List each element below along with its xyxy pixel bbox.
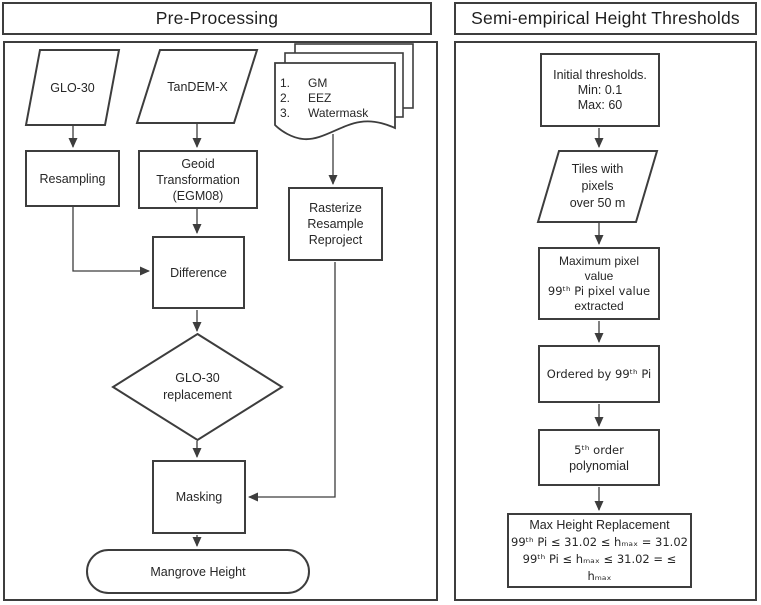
node-resampling: Resampling	[25, 150, 120, 207]
node-initial-thresholds: Initial thresholds. Min: 0.1 Max: 60	[540, 53, 660, 127]
node-masking: Masking	[152, 460, 246, 534]
geoid-line: (EGM08)	[172, 188, 224, 203]
max-height-formula: 99ᵗʰ Pi ≤ hₘₐₓ ≤ 31.02 = ≤ hₘₐₓ	[522, 551, 677, 583]
arrow-rasterize-to-masking	[248, 262, 336, 502]
geoid-line: Transformation	[156, 172, 240, 187]
masking-text: Masking	[175, 490, 223, 504]
node-geoid-transformation: Geoid Transformation (EGM08)	[138, 150, 258, 209]
dataset-item: 1. GM	[280, 76, 392, 90]
node-rasterize: Rasterize Resample Reproject	[288, 187, 383, 261]
max-height-formula: 99ᵗʰ Pi ≤ 31.02 ≤ hₘₐₓ = 31.02	[511, 534, 688, 549]
arrow-resampling-to-difference	[72, 207, 150, 276]
rasterize-line: Resample	[307, 217, 364, 231]
tandemx-parallelogram	[135, 49, 259, 124]
dataset-number: 1.	[280, 76, 291, 90]
difference-text: Difference	[170, 265, 227, 280]
initial-line: Max: 60	[577, 97, 623, 112]
max-pixel-line: 99ᵗʰ Pi pixel value	[547, 283, 651, 298]
right-panel-title-text: Semi-empirical Height Thresholds	[471, 8, 740, 28]
right-panel-frame	[454, 41, 757, 601]
left-panel-frame	[3, 41, 438, 601]
geoid-line: Geoid	[181, 156, 215, 171]
initial-line: Initial thresholds.	[553, 67, 647, 82]
max-pixel-line: Maximum pixel	[558, 253, 639, 268]
right-panel-title: Semi-empirical Height Thresholds	[454, 2, 757, 35]
glo30-parallelogram	[24, 49, 121, 126]
decision-diamond	[111, 332, 284, 442]
datasets-list: 1. GM 2. EEZ 3. Watermask	[280, 76, 392, 120]
dataset-number: 2.	[280, 91, 291, 105]
dataset-number: 3.	[280, 106, 291, 120]
node-ordered-by-99th: Ordered by 99ᵗʰ Pi	[538, 345, 660, 403]
polynomial-line: polynomial	[569, 458, 629, 473]
tiles-parallelogram	[536, 150, 659, 223]
left-panel-title: Pre-Processing	[2, 2, 432, 35]
node-5th-order-polynomial: 5ᵗʰ order polynomial	[538, 429, 660, 486]
left-panel-title-text: Pre-Processing	[155, 8, 279, 28]
dataset-label: Watermask	[308, 106, 369, 120]
initial-line: Min: 0.1	[577, 82, 623, 97]
node-mangrove-height: Mangrove Height	[86, 549, 310, 594]
dataset-label: GM	[308, 76, 328, 90]
polynomial-line: 5ᵗʰ order	[574, 442, 624, 457]
dataset-label: EEZ	[308, 91, 332, 105]
dataset-item: 2. EEZ	[280, 91, 392, 105]
max-height-line: Max Height Replacement	[529, 517, 670, 532]
node-difference: Difference	[152, 236, 245, 309]
dataset-item: 3. Watermask	[280, 106, 392, 120]
node-max-pixel-value: Maximum pixel value 99ᵗʰ Pi pixel value …	[538, 247, 660, 320]
mangrove-height-text: Mangrove Height	[150, 564, 246, 579]
rasterize-line: Reproject	[308, 233, 363, 247]
rasterize-line: Rasterize	[309, 201, 362, 215]
max-pixel-line: extracted	[574, 298, 624, 313]
max-pixel-line: value	[584, 268, 614, 283]
ordered-text: Ordered by 99ᵗʰ Pi	[546, 367, 652, 381]
resampling-text: Resampling	[39, 171, 106, 186]
document-page-front	[274, 62, 396, 140]
node-max-height-replacement: Max Height Replacement 99ᵗʰ Pi ≤ 31.02 ≤…	[507, 513, 692, 588]
